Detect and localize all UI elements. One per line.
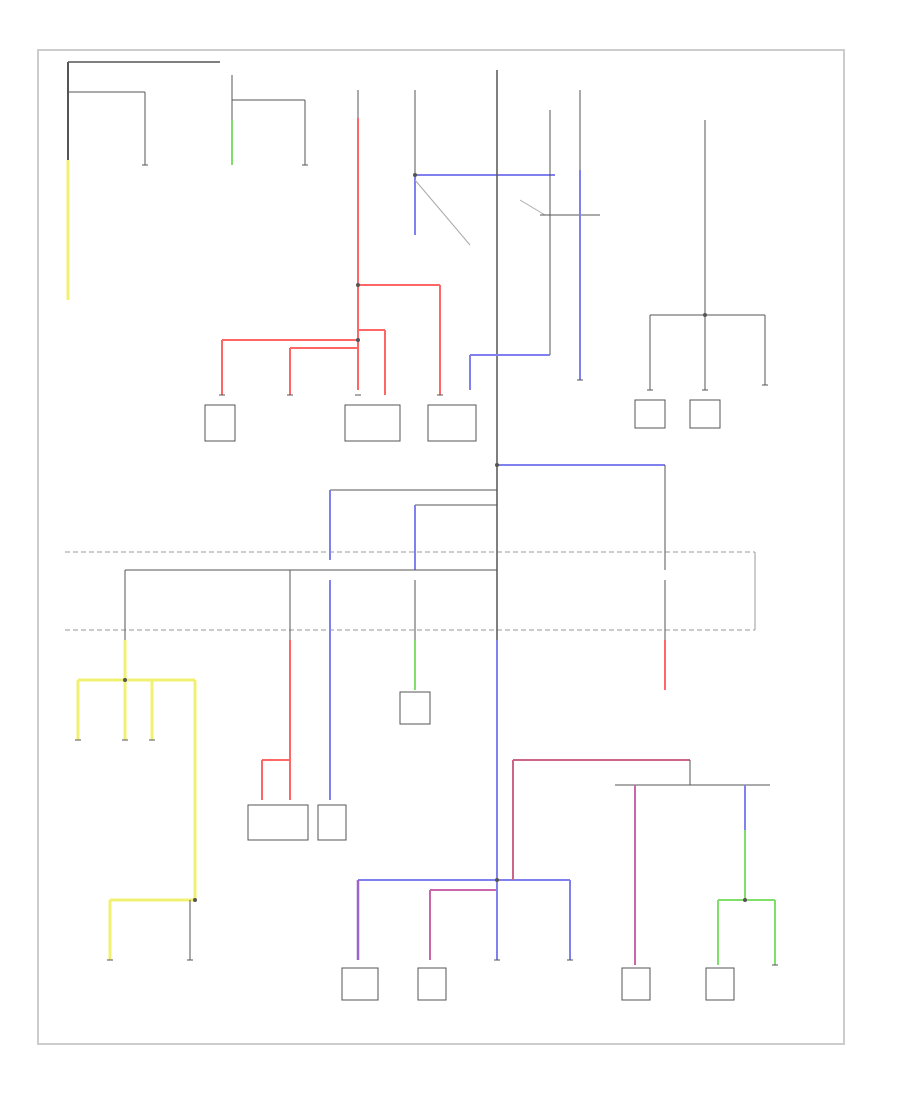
splice-points	[123, 173, 747, 902]
top-components	[204, 399, 721, 442]
component-box	[399, 691, 431, 725]
component-box	[247, 804, 309, 841]
fuse-circuit-blue-top	[414, 90, 555, 246]
component-box	[634, 399, 666, 429]
yellow-circuit	[76, 569, 497, 960]
component-box	[621, 967, 651, 1001]
fuse-circuit-green	[231, 75, 306, 165]
diagram-border	[37, 49, 845, 1045]
red-lower-circuit	[247, 570, 309, 841]
bottom-splice-circuit	[356, 640, 690, 960]
component-box	[204, 404, 236, 442]
component-box	[317, 804, 347, 841]
fuse-circuit-right	[649, 120, 766, 390]
right-bottom-circuit	[615, 760, 776, 965]
bottom-components	[341, 967, 735, 1001]
green-lower-circuit	[399, 580, 431, 725]
blue-lower-circuit	[317, 580, 347, 841]
battery-circuit	[66, 61, 220, 300]
fuse-circuit-red	[221, 90, 441, 395]
component-box	[341, 967, 379, 1001]
connector-marks	[75, 164, 778, 966]
fuse-circuit-blue-2	[469, 110, 600, 390]
component-box	[689, 399, 721, 429]
component-box	[417, 967, 447, 1001]
component-box	[427, 404, 477, 442]
component-box	[705, 967, 735, 1001]
component-box	[344, 404, 401, 442]
